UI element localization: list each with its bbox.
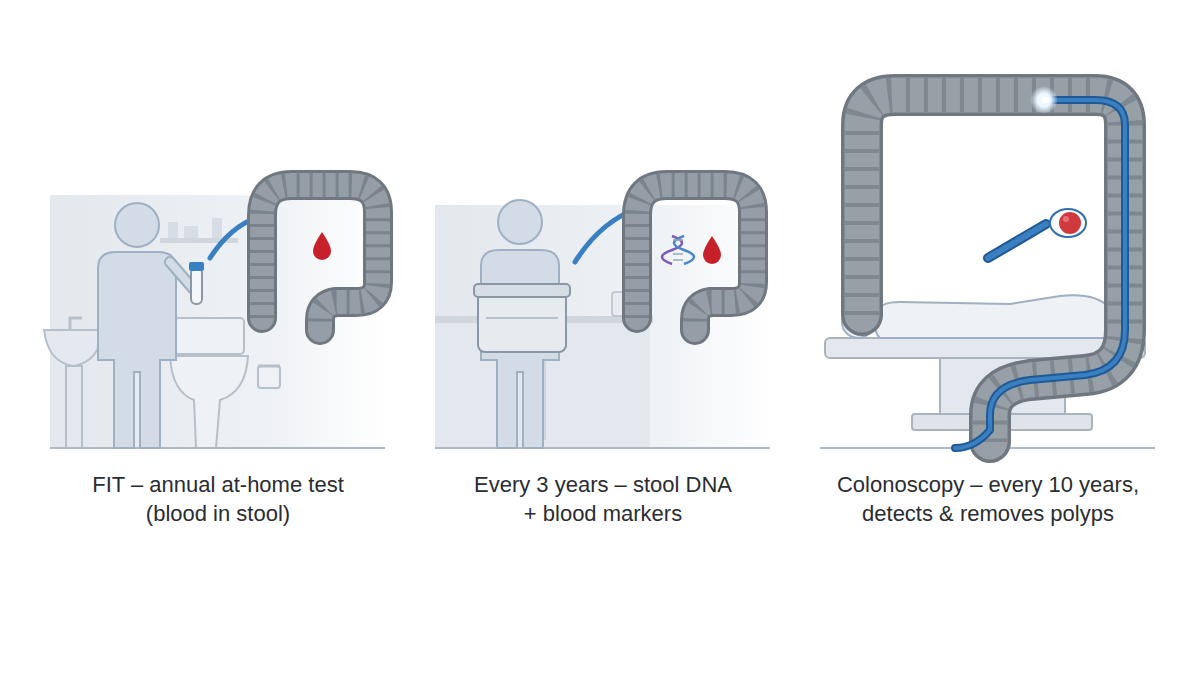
- person-figure: [98, 203, 196, 448]
- test-tube: [189, 262, 204, 304]
- polypectomy-snare: [1050, 209, 1086, 237]
- bathroom-scene: [174, 318, 244, 354]
- patient-figure: [875, 295, 1134, 338]
- colon-drawing: [637, 185, 753, 330]
- colonoscope: [955, 100, 1125, 448]
- colonoscope: [1030, 86, 1058, 114]
- kitchen-scene: [435, 447, 770, 449]
- bathroom-scene: [168, 222, 178, 238]
- blood-drop: [313, 232, 331, 260]
- dna-icon: [673, 253, 683, 255]
- colon-drawing: [862, 95, 1125, 442]
- kitchen-scene: [435, 205, 770, 448]
- polypectomy-snare: [988, 209, 1086, 258]
- panel-caption: Colonoscopy – every 10 years, detects & …: [818, 470, 1158, 528]
- sample-container: [474, 284, 570, 352]
- bathroom-scene: [258, 365, 280, 368]
- polypectomy-snare: [988, 224, 1046, 258]
- polypectomy-snare: [1059, 212, 1081, 234]
- colonoscope: [955, 100, 1125, 448]
- colon-drawing: [637, 185, 753, 330]
- kitchen-scene: [435, 205, 770, 448]
- blood-drop: [703, 236, 721, 264]
- bathroom-scene: [170, 356, 248, 448]
- blood-drop: [313, 232, 331, 260]
- colon-drawing: [862, 95, 1125, 442]
- colon-drawing: [637, 185, 753, 330]
- colon-drawing: [262, 185, 378, 330]
- bathroom-scene: [212, 218, 222, 238]
- dna-icon: [673, 259, 683, 261]
- person-figure: [498, 200, 542, 244]
- person-figure: [115, 203, 159, 247]
- sample-container: [478, 292, 566, 352]
- blood-drop: [703, 236, 721, 264]
- colon-drawing: [862, 95, 1125, 442]
- person-figure: [98, 252, 176, 448]
- colon-drawing: [262, 185, 378, 330]
- patient-figure: [842, 295, 1134, 338]
- polypectomy-snare: [988, 224, 1046, 258]
- panel-caption: Every 3 years – stool DNA + blood marker…: [468, 470, 738, 528]
- sample-container: [486, 317, 558, 319]
- bathroom-scene: [258, 366, 280, 388]
- colon-drawing: [262, 185, 378, 330]
- colon-drawing: [862, 95, 1125, 442]
- colon-drawing: [262, 185, 378, 330]
- dna-icon: [662, 236, 682, 264]
- colonoscope: [1043, 97, 1049, 103]
- colon-drawing: [637, 185, 753, 330]
- dna-icon: [674, 236, 694, 264]
- dna-icon: [662, 236, 694, 264]
- dna-icon: [673, 239, 683, 241]
- bathroom-scene: [70, 318, 82, 330]
- bathroom-scene: [50, 447, 385, 449]
- bathroom-scene: [184, 226, 198, 238]
- polypectomy-snare: [1063, 216, 1069, 222]
- test-tube: [191, 268, 202, 304]
- sample-container: [474, 284, 570, 297]
- test-tube: [189, 262, 204, 271]
- bathroom-scene: [66, 366, 82, 448]
- bathroom-scene: [44, 330, 102, 366]
- panel-caption: FIT – annual at-home test (blood in stoo…: [73, 470, 363, 528]
- colonoscope: [955, 86, 1125, 448]
